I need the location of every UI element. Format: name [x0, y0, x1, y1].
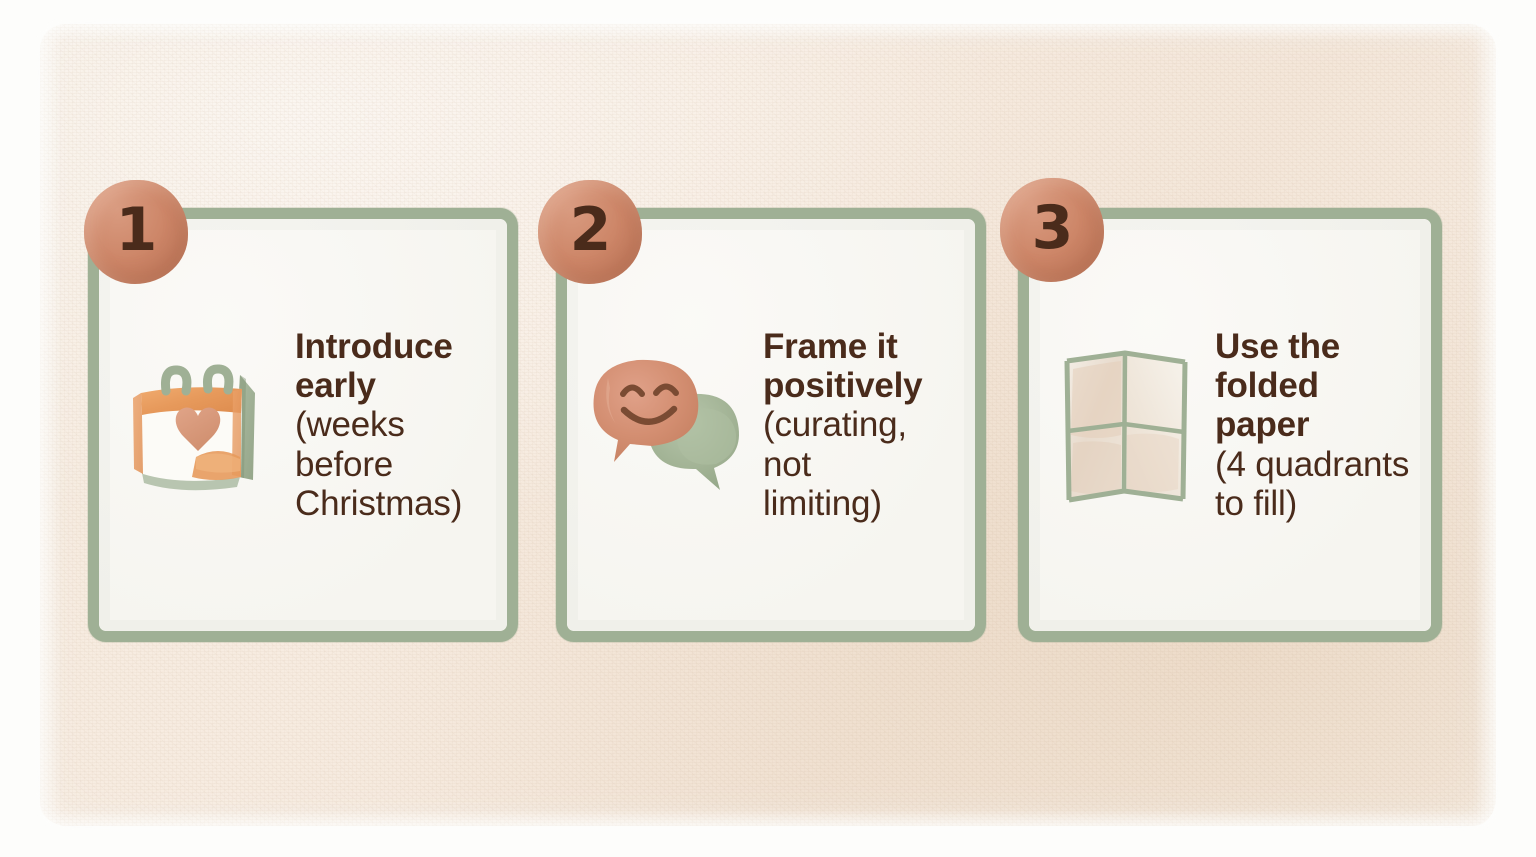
step-number-1: 1	[115, 195, 158, 265]
step-3-detail-line2: to fill)	[1215, 483, 1298, 523]
step-3-title-line2: folded	[1215, 366, 1319, 406]
step-3-icon-slot	[1039, 339, 1215, 511]
step-3-title-line3: paper	[1215, 405, 1310, 445]
step-3-detail-line1: (4 quadrants	[1215, 444, 1410, 484]
step-number-badge-3: 3	[1000, 178, 1104, 282]
step-3-text: Use the folded paper (4 quadrants to fil…	[1215, 327, 1425, 523]
speech-bubbles-smile-icon	[593, 359, 739, 490]
step-1-detail-line3: Christmas)	[295, 483, 463, 523]
step-number-badge-2: 2	[538, 180, 642, 284]
calendar-heart-icon	[133, 364, 255, 491]
step-card-1[interactable]: Introduce early (weeks before Christmas)	[88, 208, 518, 642]
step-1-title-line2: early	[295, 366, 376, 406]
step-2-icon-slot	[577, 348, 763, 503]
step-number-badge-1: 1	[84, 180, 188, 284]
step-1-detail-line2: before	[295, 444, 394, 484]
step-2-detail-line1: (curating,	[763, 405, 907, 445]
step-1-detail-line1: (weeks	[295, 405, 405, 445]
step-card-3[interactable]: Use the folded paper (4 quadrants to fil…	[1018, 208, 1442, 642]
step-card-2[interactable]: Frame it positively (curating, not limit…	[556, 208, 986, 642]
step-1-title-line1: Introduce	[295, 327, 453, 367]
step-number-3: 3	[1031, 193, 1074, 263]
step-2-text: Frame it positively (curating, not limit…	[763, 327, 969, 523]
step-3-title-line1: Use the	[1215, 327, 1341, 367]
step-2-detail-line3: limiting)	[763, 483, 882, 523]
step-2-title-line1: Frame it	[763, 327, 898, 367]
step-1-text: Introduce early (weeks before Christmas)	[295, 327, 501, 523]
step-1-icon-slot	[109, 345, 295, 505]
folded-paper-quadrants-icon	[1064, 350, 1188, 503]
step-2-detail-line2: not	[763, 444, 812, 484]
step-number-2: 2	[569, 195, 612, 265]
step-2-title-line2: positively	[763, 366, 923, 406]
